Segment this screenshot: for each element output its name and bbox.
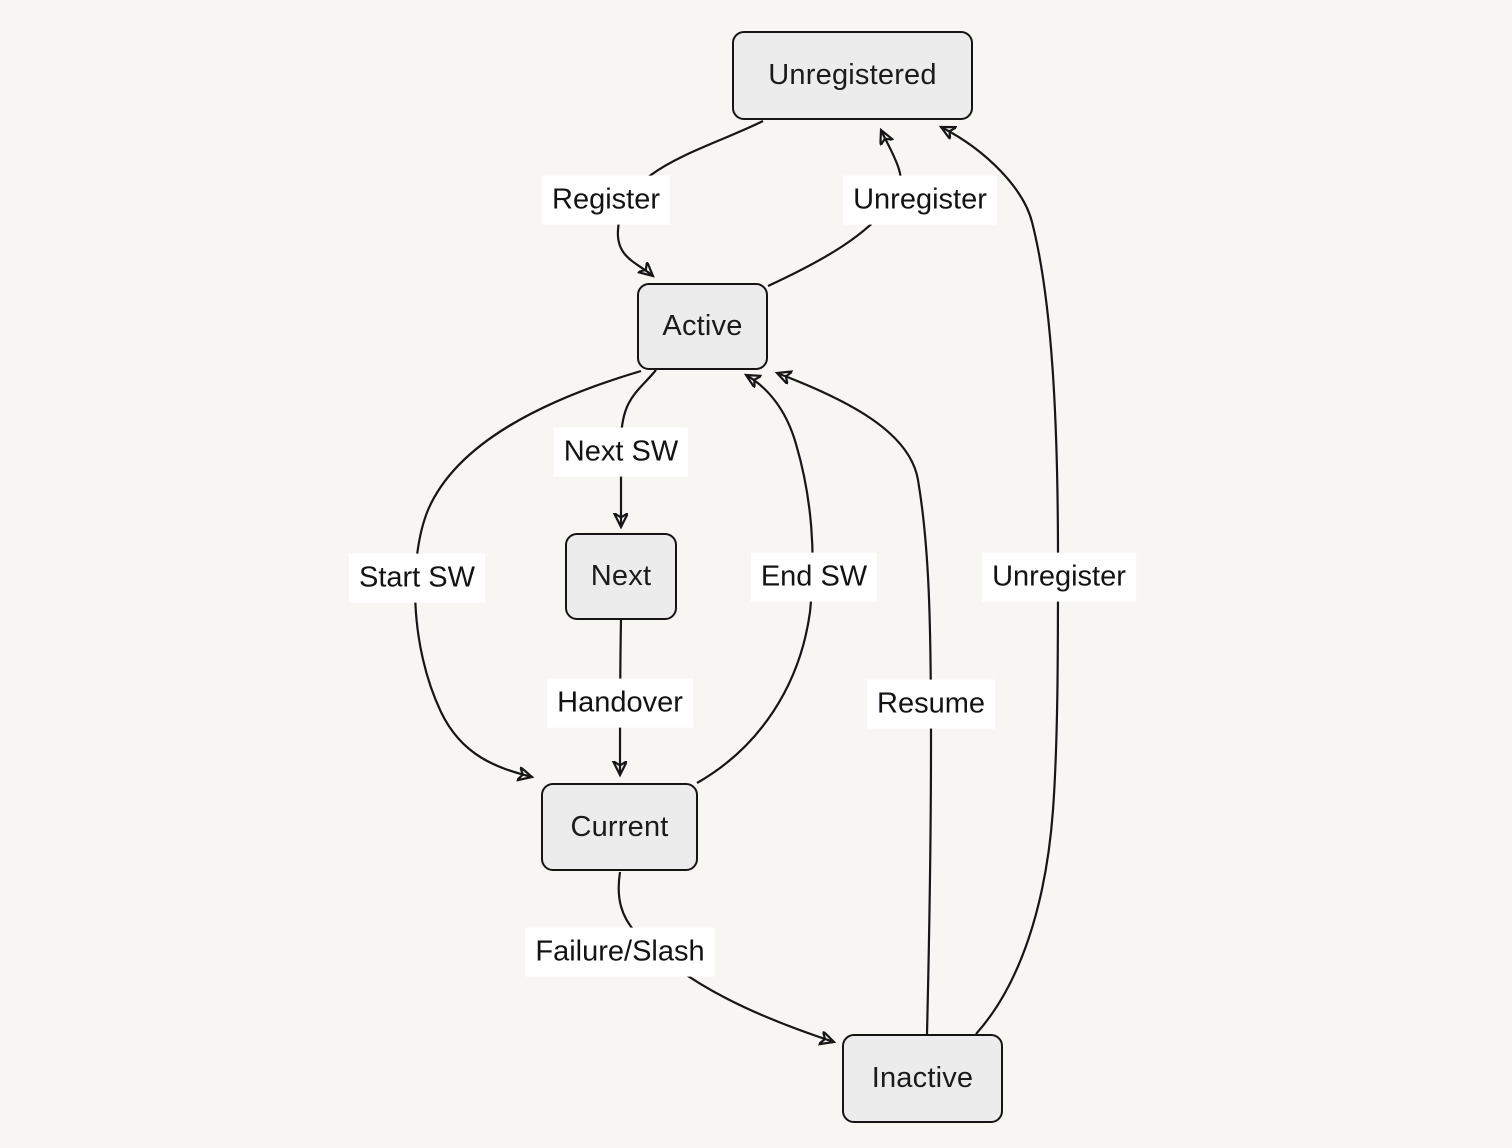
edge-label-unregister-top: Unregister	[843, 175, 997, 225]
node-label: Active	[662, 310, 743, 342]
edge-label-register: Register	[542, 175, 670, 225]
node-inactive: Inactive	[842, 1034, 1003, 1123]
node-label: Unregistered	[768, 59, 937, 91]
node-active: Active	[637, 283, 768, 370]
node-current: Current	[541, 783, 698, 871]
node-label: Inactive	[871, 1062, 974, 1094]
edge-label-unregister-right: Unregister	[982, 552, 1136, 602]
node-unregistered: Unregistered	[732, 31, 973, 120]
node-label: Next	[590, 560, 652, 592]
edge-label-next-sw: Next SW	[553, 427, 689, 477]
node-label: Current	[570, 810, 669, 843]
edge-label-handover: Handover	[547, 678, 693, 728]
node-next: Next	[565, 533, 677, 620]
edge-label-failure-slash: Failure/Slash	[525, 927, 715, 977]
edge-label-end-sw: End SW	[750, 552, 878, 602]
edge-label-resume: Resume	[867, 679, 995, 729]
edge-resume	[777, 373, 933, 1035]
edge-label-start-sw: Start SW	[348, 553, 486, 603]
